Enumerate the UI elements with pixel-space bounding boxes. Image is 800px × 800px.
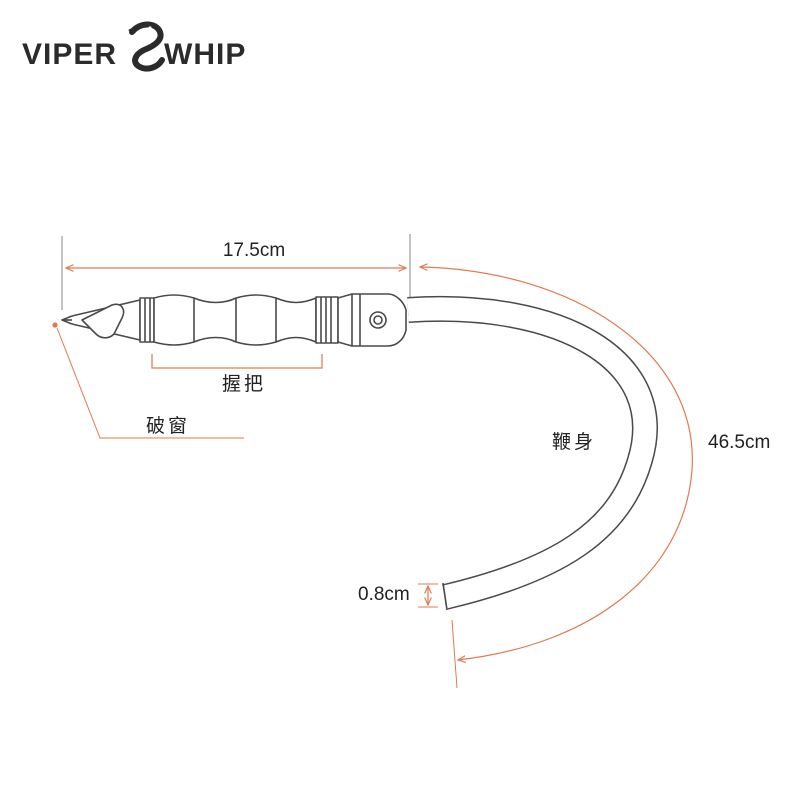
tip-collar [139,297,155,343]
breaker-callout: 破窗 [52,322,244,439]
breaker-callout-dot [52,322,58,328]
brand-text-right: WHIP [164,38,246,71]
whip-body-fill [407,297,657,609]
handle-assembly [61,293,407,347]
handle-length-dimension: 17.5cm [61,234,411,310]
whip-body-label: 鞭身 [552,431,596,453]
whip-length-extension [451,619,458,689]
whip-body [407,296,658,611]
grip-bracket [151,354,323,369]
thickness-dimension: 0.8cm [358,583,438,608]
brand-logo: VIPER WHIP [22,21,246,72]
grip-label: 握把 [222,373,266,395]
breaker-window-cutout [81,303,125,339]
whip-length-arc-arrow [420,267,693,660]
snake-logo-icon [128,21,165,72]
grip-rings [315,296,339,344]
whip-length-label: 46.5cm [708,432,770,453]
brand-text-left: VIPER [22,38,117,71]
breaker-leader-line [56,327,244,439]
breaker-label: 破窗 [146,415,190,437]
thickness-label: 0.8cm [358,584,410,605]
whip-length-dimension: 46.5cm [420,267,770,689]
handle-length-label: 17.5cm [223,240,285,261]
grip-body [153,294,317,346]
grip-callout: 握把 [151,354,323,395]
